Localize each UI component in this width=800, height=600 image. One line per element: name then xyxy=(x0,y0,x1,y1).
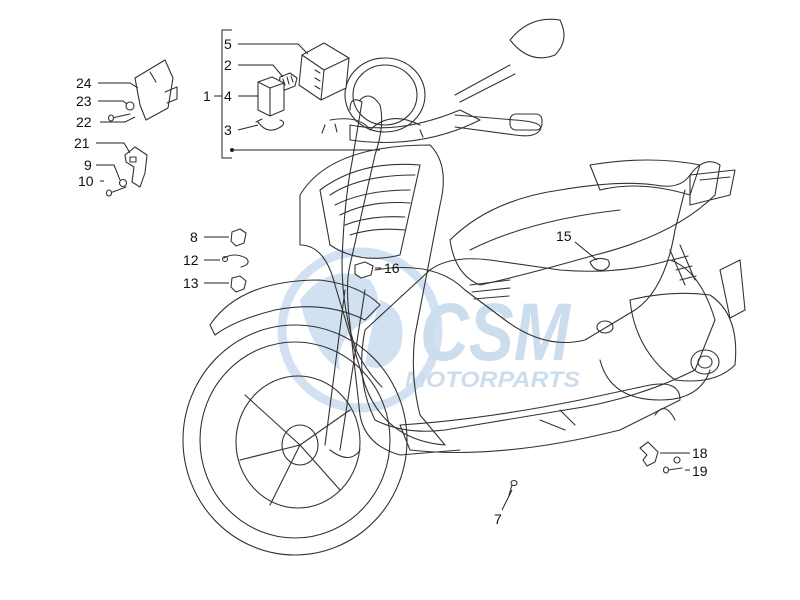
label-16: 16 xyxy=(384,260,400,276)
label-12: 12 xyxy=(183,252,199,268)
label-8: 8 xyxy=(190,229,198,245)
watermark-tagline: MOTORPARTS xyxy=(405,367,580,392)
label-21: 21 xyxy=(74,135,90,151)
clamp-strap xyxy=(255,118,285,131)
body-panel xyxy=(361,258,716,432)
part-labels: 1 5 2 4 3 24 23 22 21 9 10 8 12 13 16 15… xyxy=(74,36,708,527)
exploded-parts xyxy=(105,42,683,496)
label-9: 9 xyxy=(84,157,92,173)
washer xyxy=(125,101,135,111)
label-7: 7 xyxy=(494,511,502,527)
control-unit xyxy=(298,42,350,101)
label-15: 15 xyxy=(556,228,572,244)
clip xyxy=(230,228,247,247)
bracket xyxy=(134,59,178,121)
rear-rack xyxy=(689,169,736,206)
scooter-illustration xyxy=(182,18,746,556)
label-24: 24 xyxy=(76,75,92,91)
label-3: 3 xyxy=(224,122,232,138)
engine xyxy=(629,292,737,382)
seat xyxy=(449,161,721,286)
relay xyxy=(257,76,285,117)
front-fender xyxy=(209,279,381,336)
clip-lower xyxy=(230,275,247,293)
washer-small xyxy=(118,178,128,188)
label-18: 18 xyxy=(692,445,708,461)
label-10: 10 xyxy=(78,173,94,189)
screw-floor xyxy=(508,479,518,496)
front-wheel xyxy=(182,324,408,556)
washer-rear xyxy=(673,456,681,464)
watermark-brand: CSM xyxy=(420,287,571,378)
label-23: 23 xyxy=(76,93,92,109)
bracket-rear xyxy=(639,441,659,467)
bolt xyxy=(105,186,127,197)
rear-shock xyxy=(669,244,697,286)
label-1: 1 xyxy=(203,88,211,104)
strap xyxy=(221,254,249,268)
leader-lines xyxy=(96,29,690,511)
floorboard xyxy=(399,383,681,454)
screw-rear xyxy=(662,466,683,474)
label-19: 19 xyxy=(692,463,708,479)
wiring-harness xyxy=(321,95,686,456)
label-2: 2 xyxy=(224,57,232,73)
label-13: 13 xyxy=(183,275,199,291)
label-22: 22 xyxy=(76,114,92,130)
front-shield xyxy=(299,144,446,446)
bracket-small xyxy=(124,146,148,188)
label-4: 4 xyxy=(224,88,232,104)
handlebar-cluster xyxy=(344,18,565,144)
label-5: 5 xyxy=(224,36,232,52)
screw xyxy=(107,113,131,122)
front-fork xyxy=(324,289,366,459)
side-stand xyxy=(539,409,576,431)
connector-body xyxy=(354,261,374,279)
clamp-rear xyxy=(589,257,610,271)
